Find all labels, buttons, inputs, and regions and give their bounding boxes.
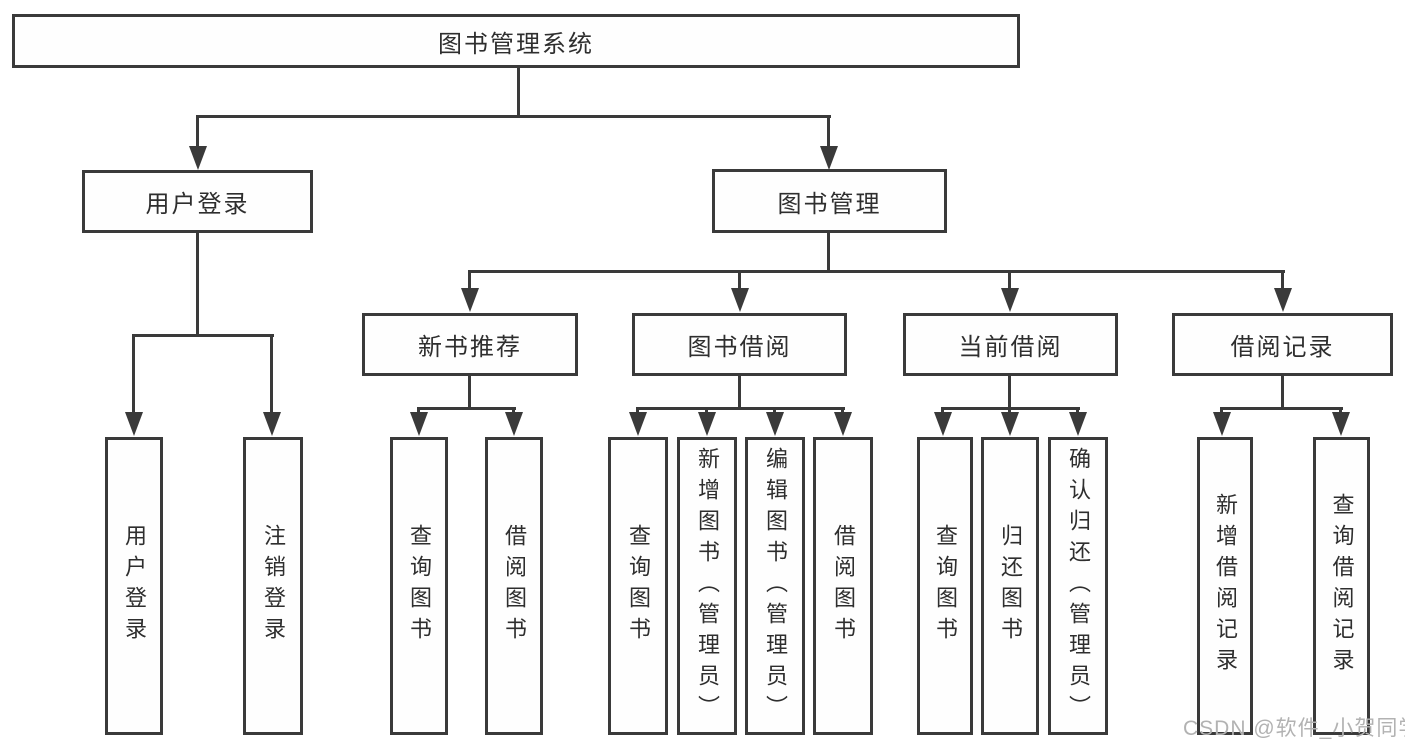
leaf-newbook-query: 查询图书 (390, 437, 448, 735)
edge-bb-stem-4 (841, 407, 844, 415)
leaf-user-login: 用户登录 (105, 437, 163, 735)
node-new-book-rec-label: 新书推荐 (418, 334, 522, 361)
arrowhead-cb-return (1001, 412, 1019, 436)
edge-bb-stem-2 (705, 407, 708, 415)
leaf-bookborrow-edit: 编辑图书（管理员） (745, 437, 805, 735)
edge-userlogin-bar (133, 334, 274, 337)
leaf-logout-label: 注销登录 (261, 524, 286, 648)
node-current-borrow-label: 当前借阅 (958, 334, 1063, 361)
leaf-currentborrow-query: 查询图书 (917, 437, 973, 735)
arrowhead-leaf-logout (263, 412, 281, 436)
arrowhead-leaf-user-login (125, 412, 143, 436)
leaf-records-query: 查询借阅记录 (1313, 437, 1370, 735)
node-book-borrow: 图书借阅 (632, 313, 847, 376)
edge-bookmgmt-drop (827, 233, 830, 273)
arrowhead-new-book-rec (461, 288, 479, 312)
edge-bb-stem-1 (636, 407, 639, 415)
node-root-label: 图书管理系统 (438, 30, 594, 58)
edge-nbr-stem-2 (512, 407, 515, 415)
node-current-borrow: 当前借阅 (903, 313, 1118, 376)
leaf-bookborrow-add: 新增图书（管理员） (677, 437, 737, 735)
leaf-bookborrow-borrow: 借阅图书 (813, 437, 873, 735)
node-user-login: 用户登录 (82, 170, 313, 233)
edge-br-drop (1281, 376, 1284, 410)
node-book-mgmt-label: 图书管理 (777, 190, 882, 218)
leaf-newbook-borrow-label: 借阅图书 (502, 524, 527, 648)
node-new-book-rec: 新书推荐 (362, 313, 578, 376)
arrowhead-nb-query (410, 412, 428, 436)
leaf-currentborrow-return: 归还图书 (981, 437, 1039, 735)
edge-bb-stem-3 (773, 407, 776, 415)
edge-cb-stem-1 (941, 407, 944, 415)
arrowhead-cb-confirm (1069, 412, 1087, 436)
edge-userlogin-drop (196, 233, 199, 337)
edge-root-drop (517, 67, 520, 118)
arrowhead-nb-borrow (505, 412, 523, 436)
leaf-newbook-borrow: 借阅图书 (485, 437, 543, 735)
edge-bookmgmt-stem-4 (1281, 270, 1284, 290)
leaf-bookborrow-edit-label: 编辑图书（管理员） (763, 446, 788, 726)
arrowhead-borrow-records (1274, 288, 1292, 312)
arrowhead-current-borrow (1001, 288, 1019, 312)
leaf-currentborrow-confirm: 确认归还（管理员） (1048, 437, 1108, 735)
leaf-records-add-label: 新增借阅记录 (1213, 493, 1238, 679)
leaf-bookborrow-borrow-label: 借阅图书 (831, 524, 856, 648)
edge-cb-stem-2 (1008, 407, 1011, 415)
edge-bookmgmt-stem-3 (1008, 270, 1011, 290)
edge-br-bar (1220, 407, 1343, 410)
arrowhead-book-mgmt (820, 146, 838, 170)
node-book-borrow-label: 图书借阅 (687, 334, 792, 361)
edge-cb-stem-3 (1076, 407, 1079, 415)
leaf-bookborrow-add-label: 新增图书（管理员） (695, 446, 720, 726)
edge-root-stem-left (196, 115, 199, 149)
node-root: 图书管理系统 (12, 14, 1020, 68)
edge-br-stem-1 (1220, 407, 1223, 415)
arrowhead-bb-query (629, 412, 647, 436)
leaf-records-add: 新增借阅记录 (1197, 437, 1253, 735)
arrowhead-bb-borrow (834, 412, 852, 436)
leaf-user-login-label: 用户登录 (122, 524, 147, 648)
leaf-currentborrow-confirm-label: 确认归还（管理员） (1066, 446, 1091, 726)
edge-bookmgmt-bar (468, 270, 1285, 273)
node-book-mgmt: 图书管理 (712, 169, 947, 233)
csdn-watermark: CSDN @软件_小贺同学 (1183, 717, 1405, 740)
edge-bb-drop (738, 376, 741, 410)
edge-nbr-stem-1 (417, 407, 420, 415)
node-borrow-records: 借阅记录 (1172, 313, 1393, 376)
edge-bookmgmt-stem-1 (468, 270, 471, 290)
leaf-currentborrow-query-label: 查询图书 (933, 524, 958, 648)
arrowhead-user-login (189, 146, 207, 170)
edge-cb-drop (1008, 376, 1011, 410)
arrowhead-br-add (1213, 412, 1231, 436)
node-user-login-label: 用户登录 (145, 191, 250, 218)
arrowhead-br-query (1332, 412, 1350, 436)
edge-bookmgmt-stem-2 (738, 270, 741, 290)
leaf-bookborrow-query-label: 查询图书 (626, 524, 651, 648)
edge-root-stem-right (827, 115, 830, 149)
edge-nbr-drop (468, 376, 471, 410)
leaf-logout: 注销登录 (243, 437, 303, 735)
edge-br-stem-2 (1339, 407, 1342, 415)
edge-userlogin-stem-2 (270, 334, 273, 414)
leaf-newbook-query-label: 查询图书 (407, 524, 432, 648)
leaf-records-query-label: 查询借阅记录 (1329, 493, 1355, 679)
arrowhead-book-borrow (731, 288, 749, 312)
edge-nbr-bar (417, 407, 516, 410)
edge-root-bar (197, 115, 831, 118)
arrowhead-bb-edit (766, 412, 784, 436)
leaf-currentborrow-return-label: 归还图书 (998, 524, 1023, 648)
arrowhead-bb-add (698, 412, 716, 436)
arrowhead-cb-query (934, 412, 952, 436)
leaf-bookborrow-query: 查询图书 (608, 437, 668, 735)
node-borrow-records-label: 借阅记录 (1230, 334, 1335, 361)
edge-bb-bar (636, 407, 845, 410)
edge-userlogin-stem-1 (132, 334, 135, 414)
